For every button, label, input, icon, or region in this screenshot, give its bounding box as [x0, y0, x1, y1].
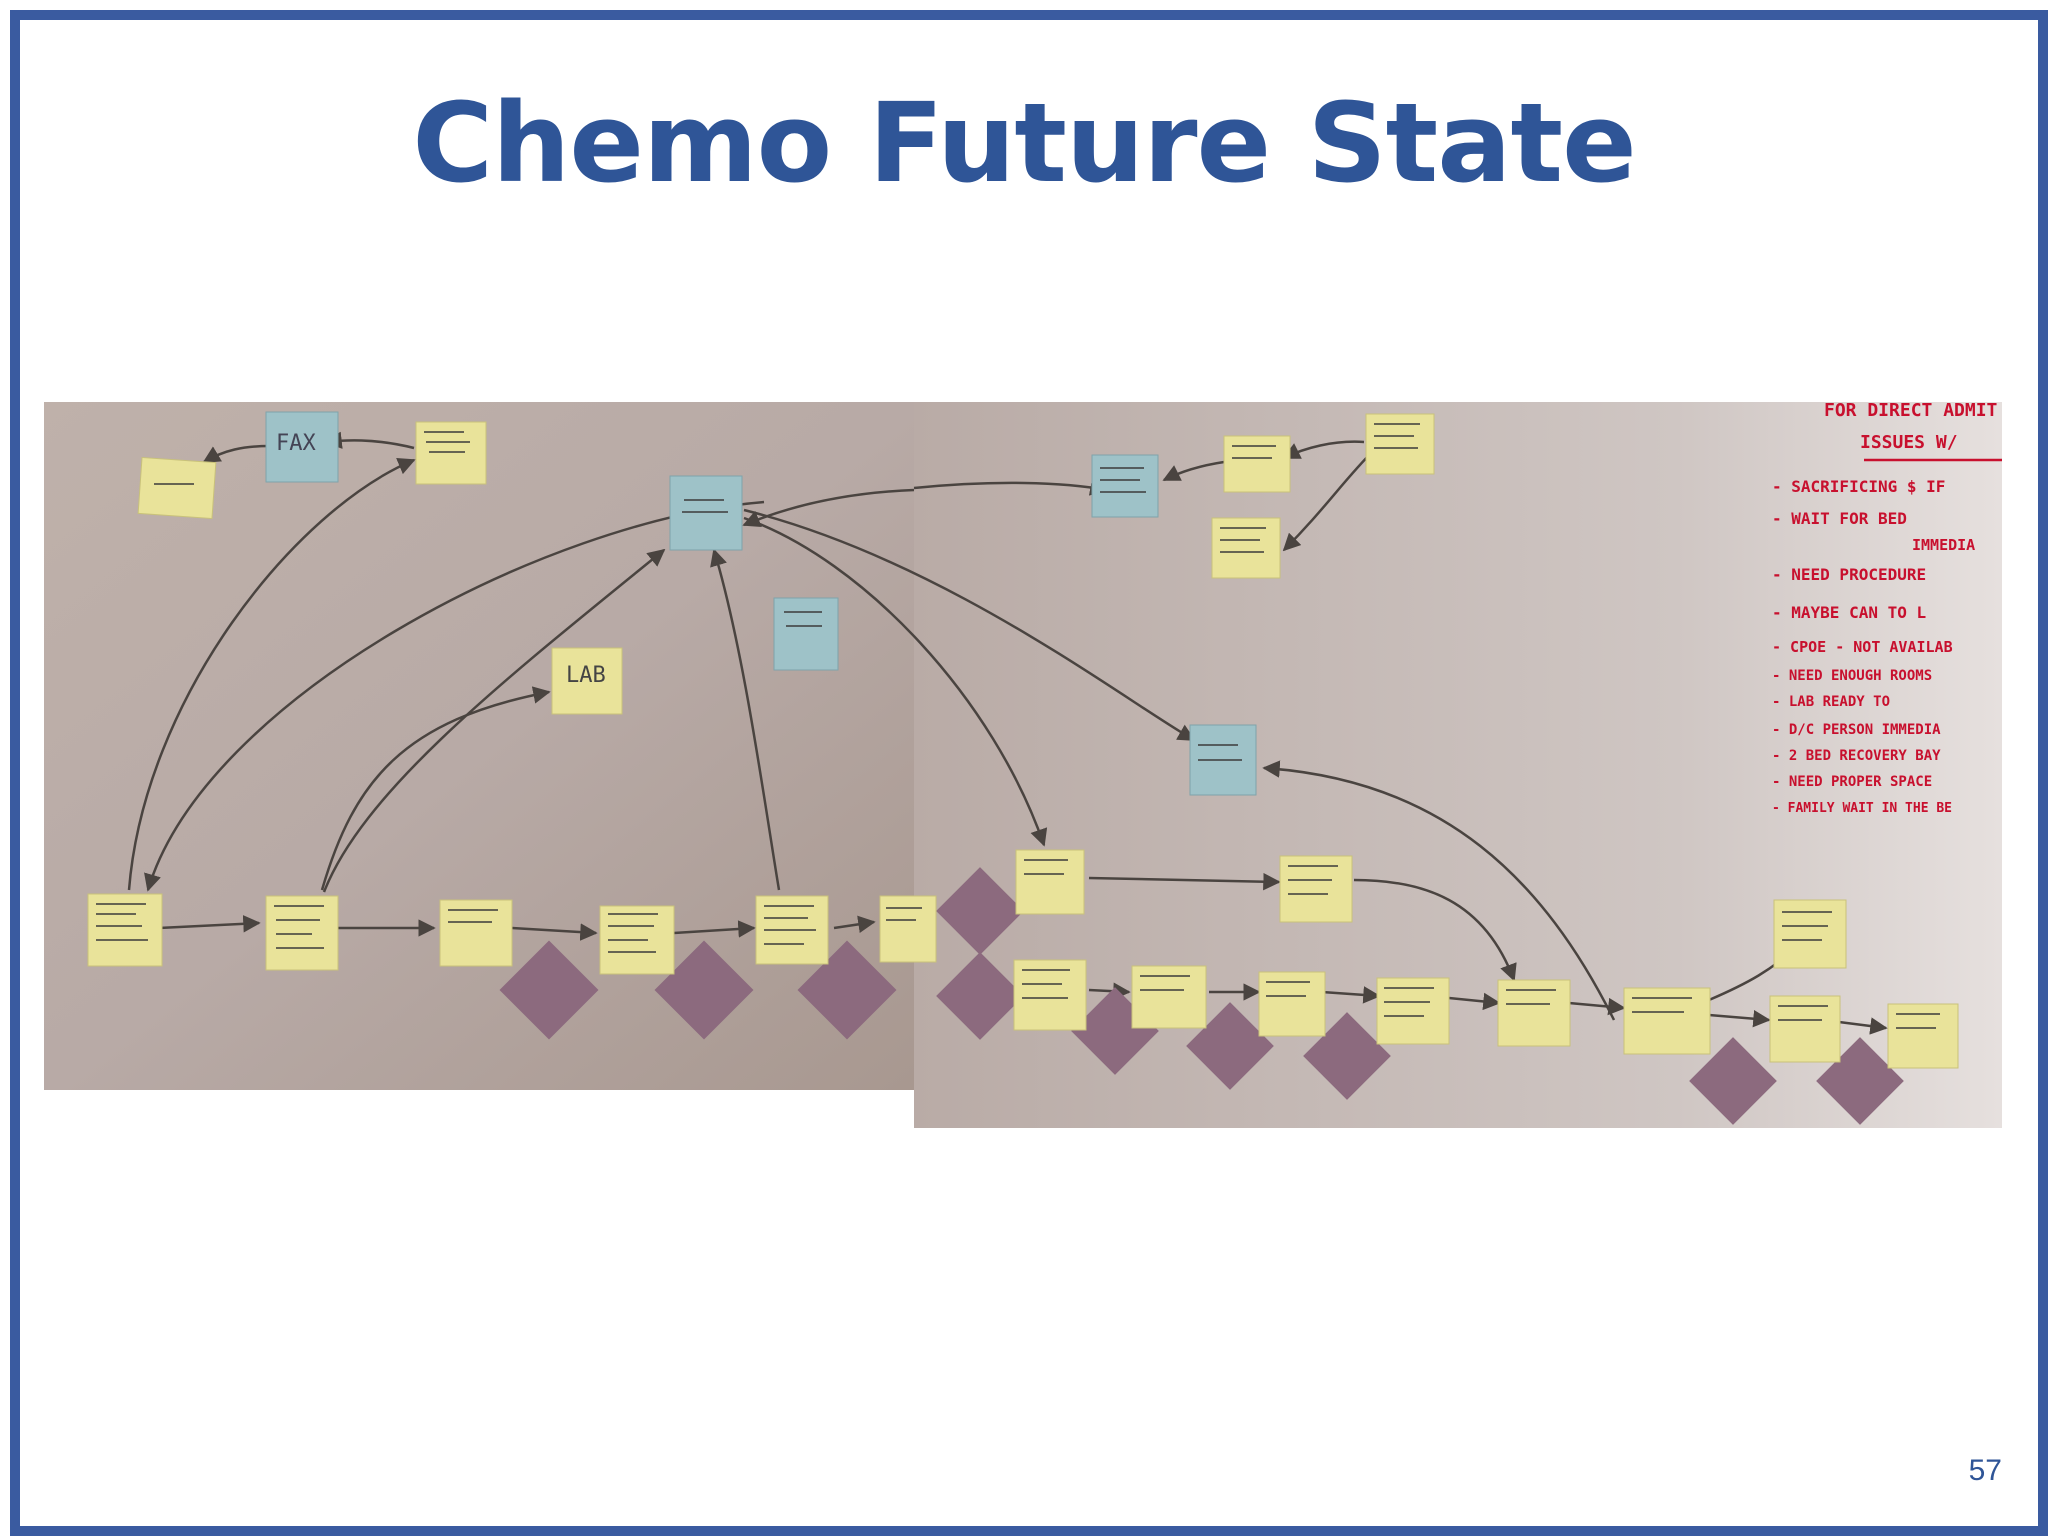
red-note-2: - SACRIFICING $ IF: [1772, 477, 1945, 496]
red-note-4: IMMEDIA: [1912, 536, 1975, 554]
red-handwritten-notes: FOR DIRECT ADMIT ISSUES W/ - SACRIFICING…: [1772, 400, 1998, 816]
blue-notes-left: [265, 411, 839, 671]
red-note-1: ISSUES W/: [1860, 432, 1958, 453]
process-map-photo: FAX LAB FOR DIRECT ADMIT ISSUES W/ - SAC…: [44, 400, 2004, 1130]
note-lab-label: LAB: [566, 663, 606, 688]
red-note-7: - CPOE - NOT AVAILAB: [1772, 638, 1953, 656]
red-note-6: - MAYBE CAN TO L: [1772, 603, 1926, 622]
note-scribbles: [96, 423, 1940, 1029]
flow-connectors-right: [913, 440, 1888, 1035]
red-note-10: - D/C PERSON IMMEDIA: [1772, 722, 1941, 738]
red-note-3: - WAIT FOR BED: [1772, 509, 1907, 528]
red-note-13: - FAMILY WAIT IN THE BE: [1772, 801, 1952, 816]
red-note-12: - NEED PROPER SPACE: [1772, 774, 1932, 790]
note-fax-label: FAX: [276, 431, 316, 456]
red-note-9: - LAB READY TO: [1772, 694, 1890, 710]
yellow-notes-right: [1013, 413, 1959, 1069]
red-note-11: - 2 BED RECOVERY BAY: [1772, 748, 1941, 764]
red-note-0: FOR DIRECT ADMIT: [1824, 400, 1998, 421]
page-number: 57: [1968, 1454, 2002, 1487]
flow-connectors: [127, 431, 1196, 941]
slide-title: Chemo Future State: [412, 79, 1636, 207]
red-note-5: - NEED PROCEDURE: [1772, 565, 1926, 584]
red-note-8: - NEED ENOUGH ROOMS: [1772, 668, 1932, 684]
